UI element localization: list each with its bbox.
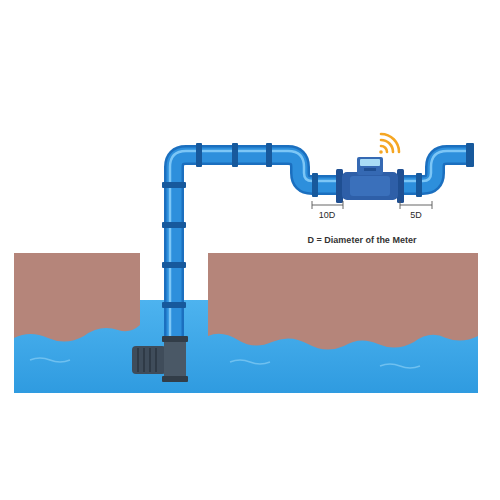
- note-label: D = Diameter of the Meter: [306, 235, 419, 246]
- dimension-lines: [312, 201, 432, 209]
- water-meter: [336, 157, 404, 203]
- dimension-label: 10D: [317, 210, 338, 221]
- ground-left: [14, 253, 140, 342]
- pipe: [170, 151, 474, 345]
- pipe-flanges: [162, 143, 474, 308]
- wireless-signal: [379, 134, 399, 154]
- pump: [132, 336, 188, 382]
- dimension-label: 5D: [408, 210, 424, 221]
- water-ripples: [30, 358, 420, 368]
- ground-right: [208, 253, 478, 350]
